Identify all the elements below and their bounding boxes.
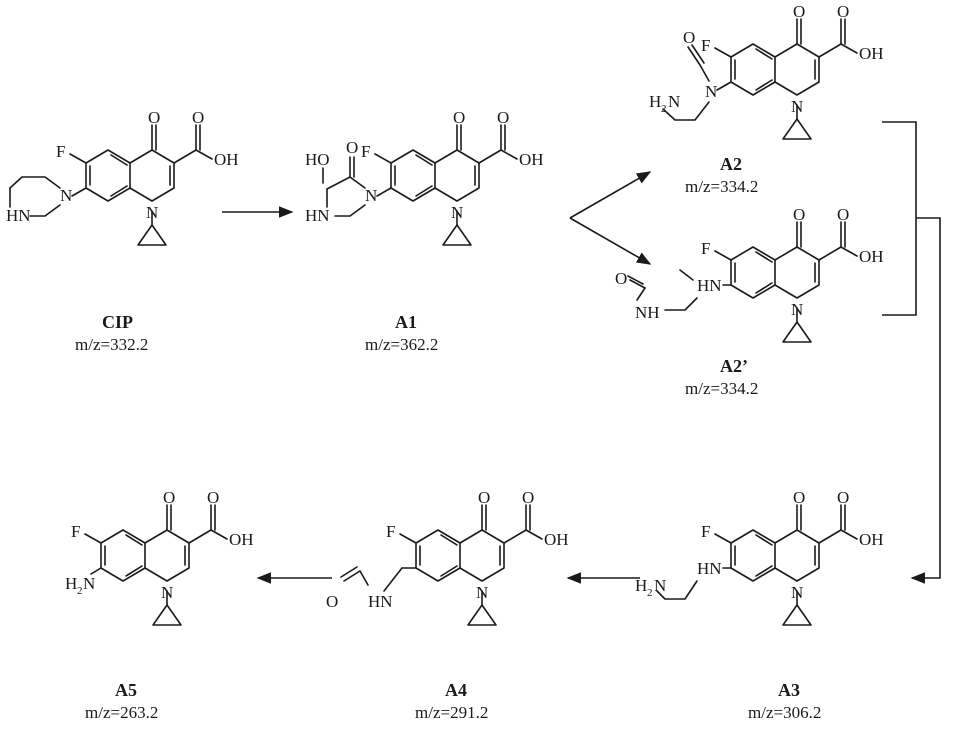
a2prime-nh-label: NH xyxy=(635,303,660,322)
a5-structure: O O OH F N H 2 N xyxy=(65,488,254,626)
a2-structure: O O OH F N N O H 2 N xyxy=(649,2,884,140)
cip-mz: m/z=332.2 xyxy=(75,335,148,354)
a1-lactam-o-label: O xyxy=(346,138,358,157)
a1-hydroxyl-label: OH xyxy=(519,150,544,169)
a2-amine-n-label: N xyxy=(668,92,680,111)
a3-amine-n-label: N xyxy=(654,576,666,595)
a2-formyl-o-label: O xyxy=(683,28,695,47)
a3-name: A3 xyxy=(778,680,800,700)
a2-mz: m/z=334.2 xyxy=(685,177,758,196)
a3-carboxyl-o-label: O xyxy=(837,488,849,507)
a2-oxo-label: O xyxy=(793,2,805,21)
a1-structure: O O OH F N N O HO HN xyxy=(305,108,544,246)
a5-fluorine-label: F xyxy=(71,522,80,541)
a4-carboxyl-o-label: O xyxy=(522,488,534,507)
a5-amine-sub-label: 2 xyxy=(77,585,83,597)
cip-fluorine-label: F xyxy=(56,142,65,161)
a1-oxo-label: O xyxy=(453,108,465,127)
a3-amine-sub-label: 2 xyxy=(647,587,653,599)
a2prime-formyl-o-label: O xyxy=(615,269,627,288)
a1-mz: m/z=362.2 xyxy=(365,335,438,354)
a1-n1-label: N xyxy=(451,203,463,222)
cip-carboxyl-o-label: O xyxy=(192,108,204,127)
a2-fluorine-label: F xyxy=(701,36,710,55)
a2-amine-sub-label: 2 xyxy=(661,103,667,115)
cip-structure: O O OH F N N HN xyxy=(6,108,239,246)
a2-amine-h-label: H xyxy=(649,92,661,111)
a2prime-structure: O O OH F N HN NH O xyxy=(615,205,884,343)
a2-amide-n-label: N xyxy=(705,82,717,101)
a5-carboxyl-o-label: O xyxy=(207,488,219,507)
a2prime-hn-label: HN xyxy=(697,276,722,295)
a2-n1-label: N xyxy=(791,97,803,116)
a2prime-mz: m/z=334.2 xyxy=(685,379,758,398)
arrow-a1-to-a2prime xyxy=(569,217,652,265)
a4-hn-label: HN xyxy=(368,592,393,611)
a2-carboxyl-o-label: O xyxy=(837,2,849,21)
a2prime-carboxyl-o-label: O xyxy=(837,205,849,224)
a2prime-hydroxyl-label: OH xyxy=(859,247,884,266)
a3-mz: m/z=306.2 xyxy=(748,703,821,722)
cip-oxo-label: O xyxy=(148,108,160,127)
a4-structure: O O OH F N HN O xyxy=(326,488,569,626)
cip-n1-label: N xyxy=(146,203,158,222)
a1-ho-label: HO xyxy=(305,150,330,169)
a1-fluorine-label: F xyxy=(361,142,370,161)
a3-fluorine-label: F xyxy=(701,522,710,541)
a1-hn-label: HN xyxy=(305,206,330,225)
a2prime-fluorine-label: F xyxy=(701,239,710,258)
a2-name: A2 xyxy=(720,154,742,174)
cip-name: CIP xyxy=(102,312,133,332)
a3-oxo-label: O xyxy=(793,488,805,507)
a5-amine-h-label: H xyxy=(65,574,77,593)
a5-mz: m/z=263.2 xyxy=(85,703,158,722)
a5-n1-label: N xyxy=(161,583,173,602)
a2prime-n1-label: N xyxy=(791,300,803,319)
a5-amine-n-label: N xyxy=(83,574,95,593)
a5-name: A5 xyxy=(115,680,137,700)
a1-carboxyl-o-label: O xyxy=(497,108,509,127)
a3-n1-label: N xyxy=(791,583,803,602)
cip-hydroxyl-label: OH xyxy=(214,150,239,169)
cip-piperazine-hn-label: HN xyxy=(6,206,31,225)
a5-oxo-label: O xyxy=(163,488,175,507)
bracket xyxy=(882,121,917,316)
a5-hydroxyl-label: OH xyxy=(229,530,254,549)
a2prime-name: A2’ xyxy=(720,356,748,376)
a4-fluorine-label: F xyxy=(386,522,395,541)
a4-n1-label: N xyxy=(476,583,488,602)
a4-mz: m/z=291.2 xyxy=(415,703,488,722)
arrow-a1-to-a2 xyxy=(569,171,652,219)
a4-aldehyde-o-label: O xyxy=(326,592,338,611)
cip-piperazine-n-label: N xyxy=(60,186,72,205)
a3-hn-label: HN xyxy=(697,559,722,578)
a4-hydroxyl-label: OH xyxy=(544,530,569,549)
arrow-to-a3 xyxy=(910,217,941,584)
a1-name: A1 xyxy=(395,312,417,332)
a2prime-oxo-label: O xyxy=(793,205,805,224)
a3-amine-h-label: H xyxy=(635,576,647,595)
a3-structure: O O OH F N HN H 2 N xyxy=(635,488,884,626)
a4-oxo-label: O xyxy=(478,488,490,507)
a4-name: A4 xyxy=(445,680,467,700)
a2-hydroxyl-label: OH xyxy=(859,44,884,63)
a1-ring-n-label: N xyxy=(365,186,377,205)
a3-hydroxyl-label: OH xyxy=(859,530,884,549)
